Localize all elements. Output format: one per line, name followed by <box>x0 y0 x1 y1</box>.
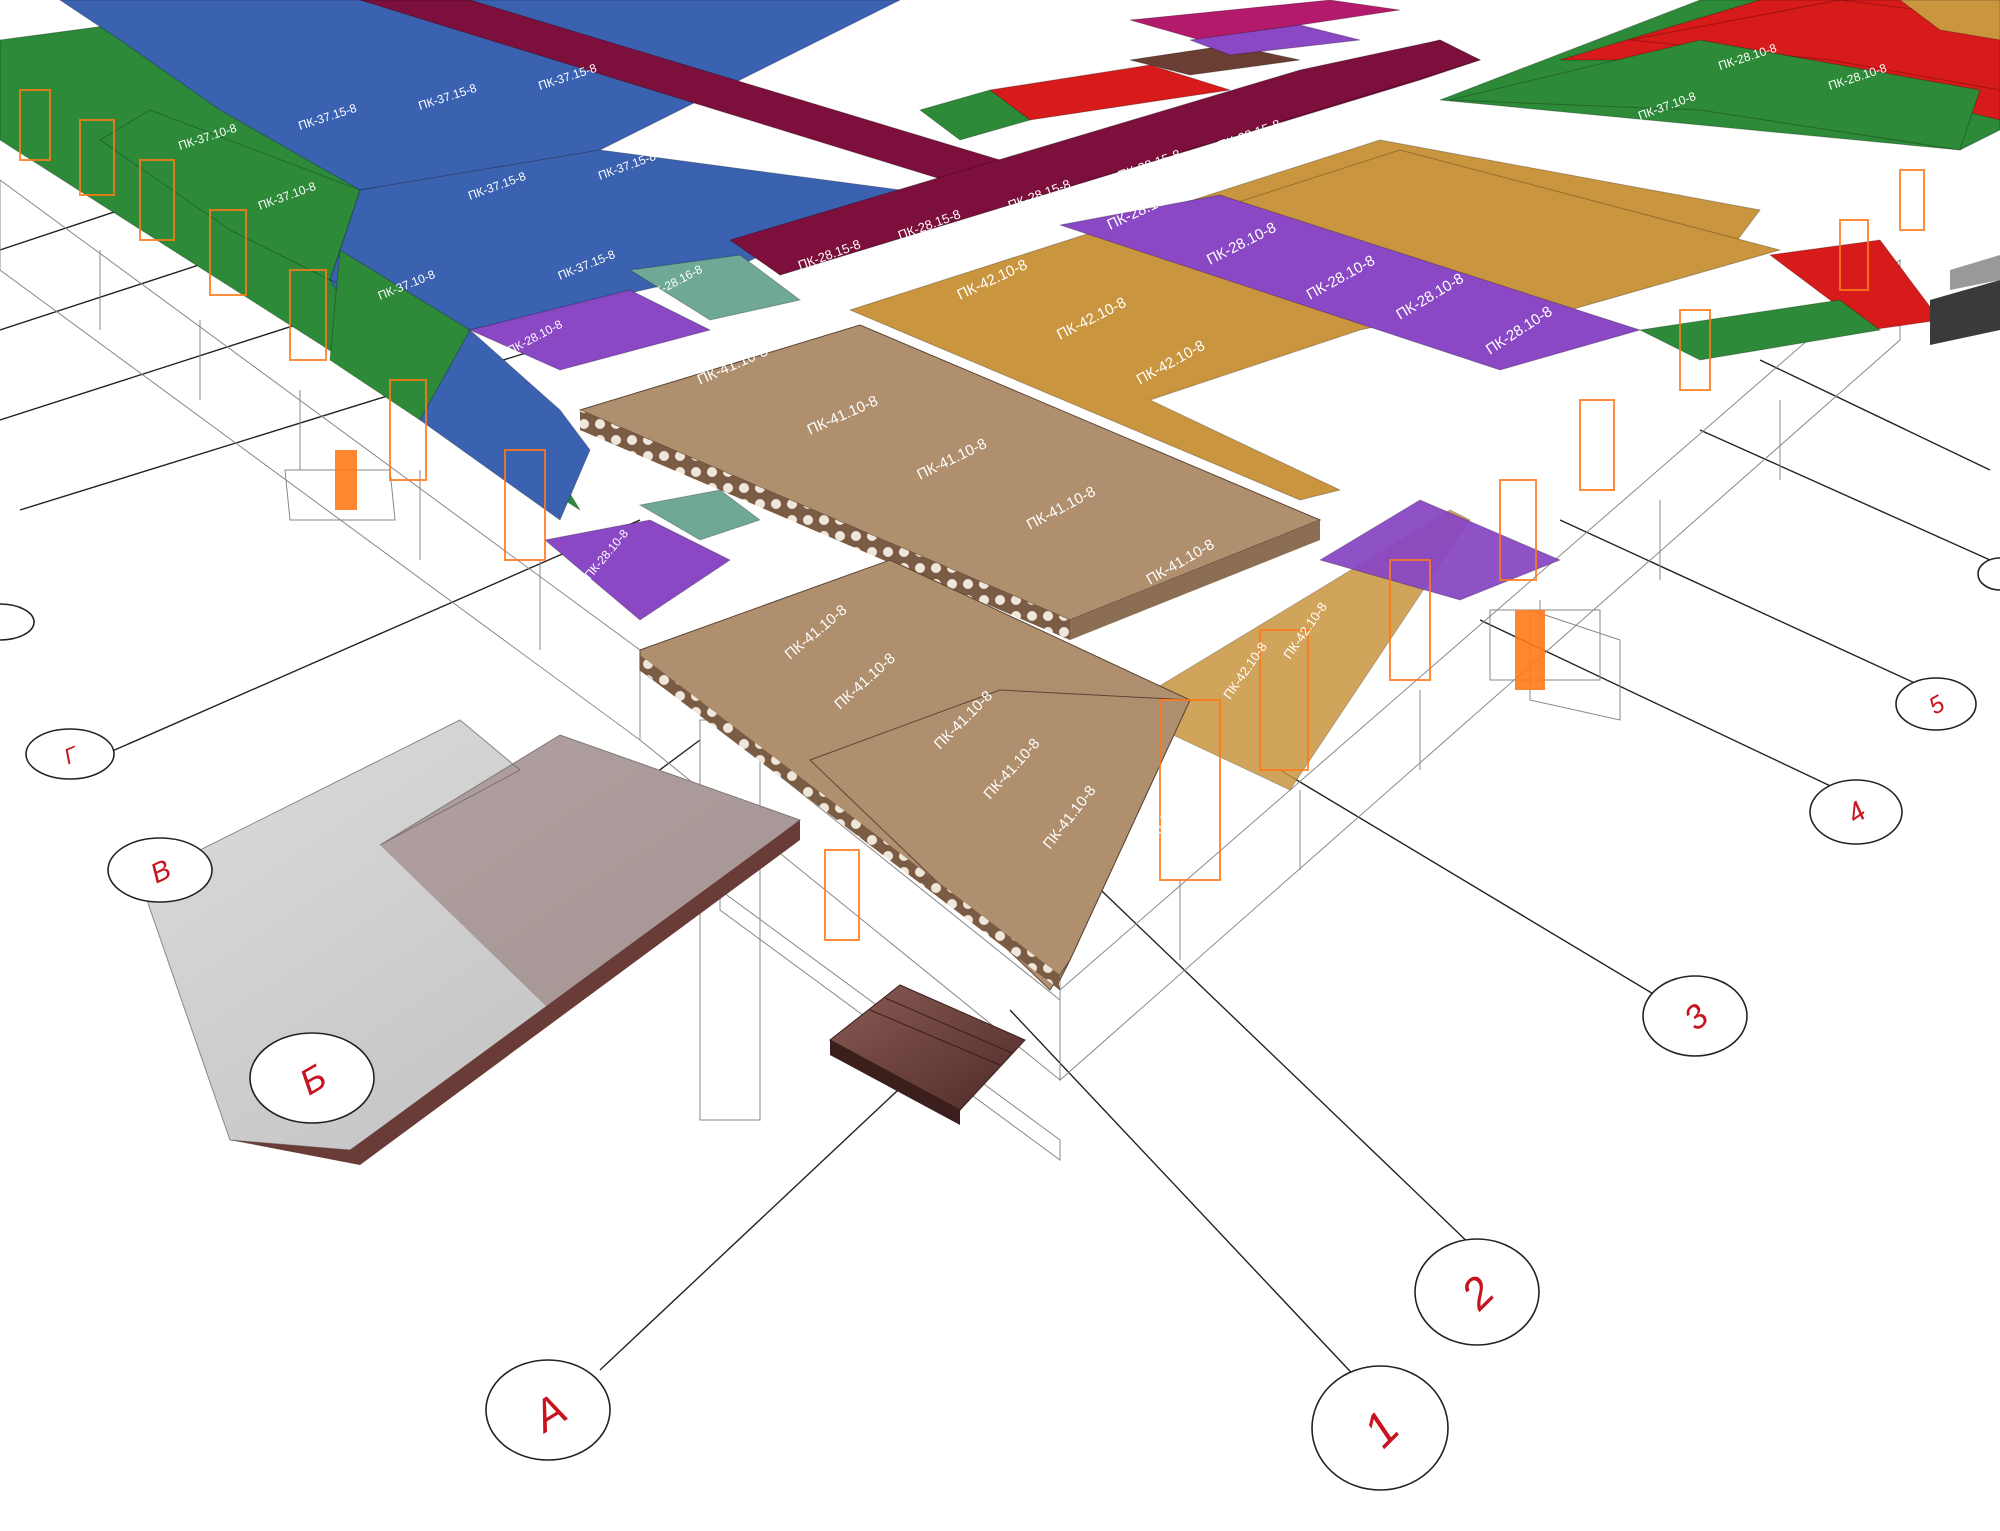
slab-red-right-2 <box>1629 0 2000 91</box>
axis-bubble-v: В <box>107 837 213 903</box>
slab-sage-left-2 <box>638 489 762 541</box>
slab-pink-small <box>1129 0 1401 41</box>
slab-violet-left <box>468 289 712 371</box>
slab-violet-small <box>1189 24 1361 56</box>
lifted-slab-side <box>1070 520 1320 640</box>
axis-bubble-5: 5 <box>1895 677 1977 731</box>
slab-green-row-2 <box>329 249 471 421</box>
dark-block-right <box>1930 255 2000 345</box>
slab-green-small <box>918 89 1032 141</box>
slab-maroon-row <box>728 39 1482 276</box>
axis-bubble-1: 1 <box>1311 1365 1449 1491</box>
slab-green-edge-right <box>1638 299 1882 361</box>
slab-green-right-2 <box>1449 39 1981 151</box>
slab-red-small <box>988 64 1231 121</box>
slab-green-row <box>99 109 361 281</box>
label-ochre-4: ПК-42.10-8 <box>1233 370 1306 423</box>
label-ochre-5: ПК-42.10-8 <box>1333 402 1405 458</box>
stair-flight <box>829 984 1026 1125</box>
stair-landing <box>139 719 802 1165</box>
axis-bubble-6-partial <box>1977 557 2000 591</box>
lifted-slab-face <box>580 410 1070 640</box>
lifted-hollow-core-slab <box>578 324 1322 640</box>
axis-bubble-3: 3 <box>1642 975 1748 1057</box>
axis-bubble-g: Г <box>25 728 115 780</box>
slab-violet-left-2 <box>543 519 731 621</box>
axis-markers: А Б В Г 1 2 3 4 <box>0 557 2000 1491</box>
window-panels <box>335 450 1545 690</box>
slab-ochre-lower <box>1118 509 1471 791</box>
slab-sage-left <box>628 254 802 321</box>
axis-bubble-d-partial <box>0 603 35 641</box>
slab-ochre-corner <box>1899 0 2000 41</box>
front-slab-face <box>640 655 1060 990</box>
front-hollow-core-slab <box>639 559 1191 991</box>
axis-bubble-a: А <box>485 1359 611 1461</box>
slab-brown-small <box>1129 44 1301 76</box>
axis-bubble-b: Б <box>249 1032 375 1124</box>
axis-bubble-4: 4 <box>1809 779 1903 845</box>
axis-bubble-2: 2 <box>1414 1238 1540 1346</box>
window-frames <box>19 89 1925 941</box>
